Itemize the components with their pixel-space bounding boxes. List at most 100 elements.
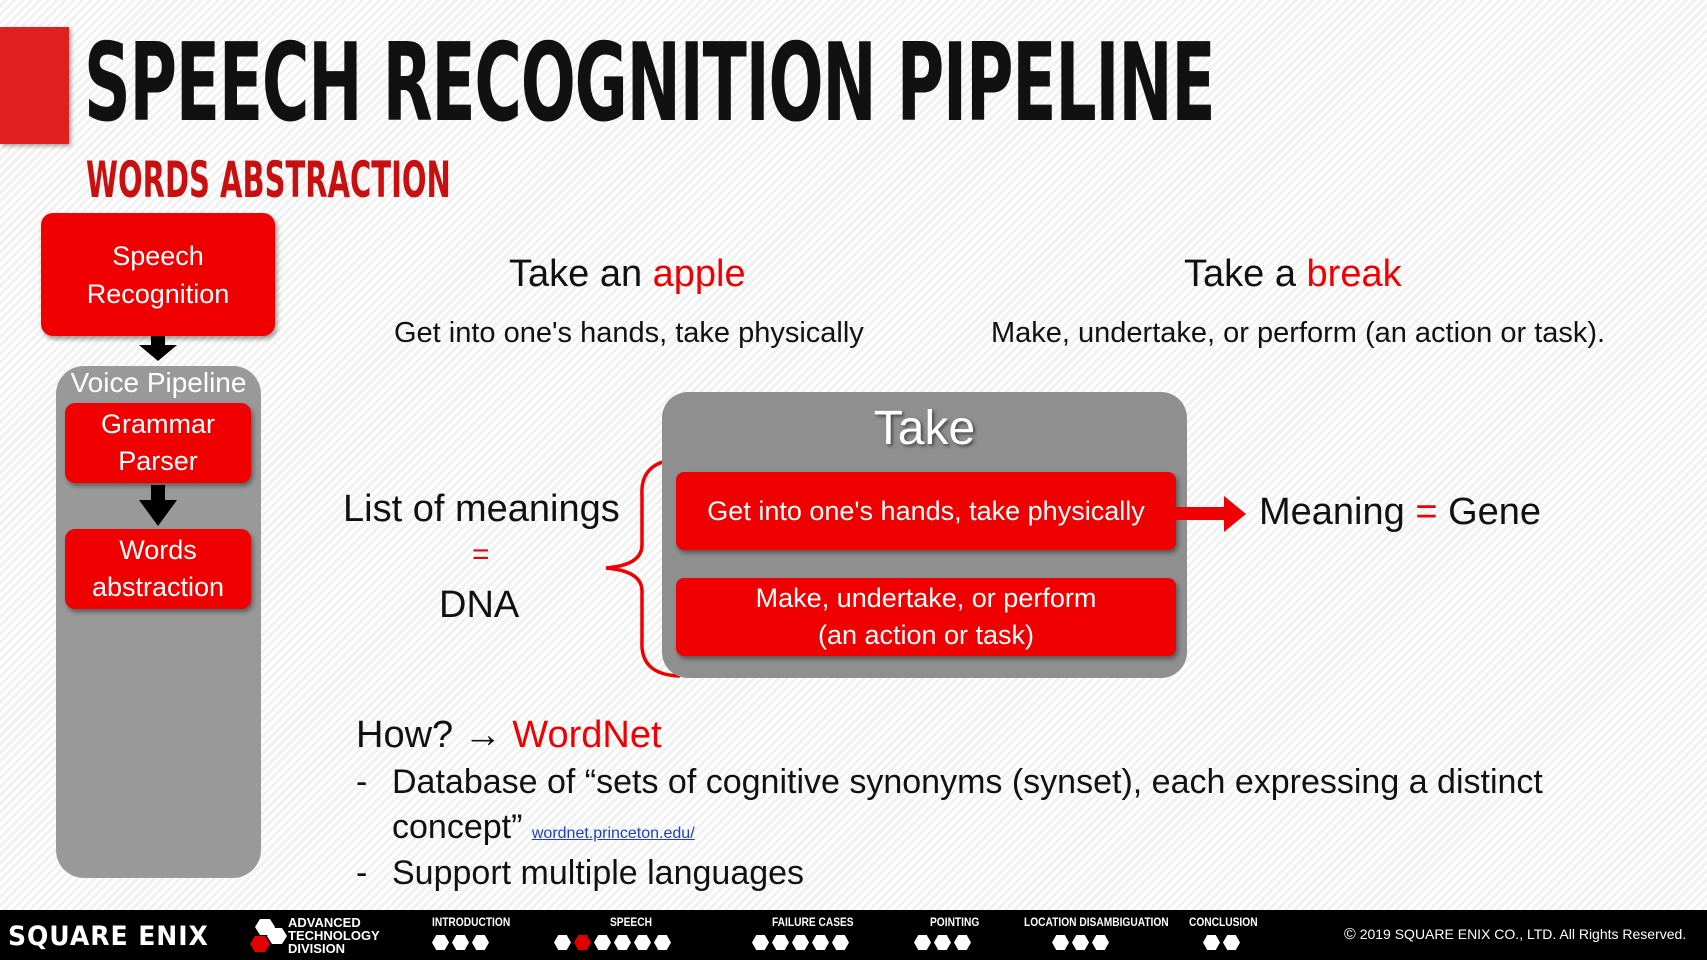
nav-failure-cases[interactable]: FAILURE CASES <box>752 915 868 950</box>
progress-hex-icon <box>634 935 651 950</box>
copyright-icon: © <box>1344 926 1356 943</box>
slide-subtitle: WORDS ABSTRACTION <box>86 151 451 209</box>
example-break-prefix: Take a <box>1184 253 1307 295</box>
brace-icon <box>605 457 681 678</box>
words-abstraction-line2: abstraction <box>91 572 225 602</box>
progress-hex-icon <box>452 935 469 950</box>
arrow-right-icon: → <box>463 714 513 756</box>
nav-conclusion-progress <box>1203 935 1270 950</box>
atd-logo-icon <box>250 919 287 952</box>
nav-conclusion-label: CONCLUSION <box>1189 915 1258 929</box>
arrow-down-icon <box>139 345 177 361</box>
list-of-meanings-label: List of meanings <box>343 488 620 530</box>
arrow-down-icon <box>151 336 165 346</box>
progress-hex-current-icon <box>574 935 591 950</box>
nav-location-disambiguation-label: LOCATION DISAMBIGUATION <box>1024 915 1169 929</box>
progress-hex-icon <box>1223 935 1240 950</box>
meaning-box-1: Get into one's hands, take physically <box>676 472 1176 550</box>
nav-failure-cases-progress <box>752 935 868 950</box>
example-apple-meaning: Get into one's hands, take physically <box>394 317 864 349</box>
arrow-down-icon <box>139 500 177 526</box>
arrow-right-icon <box>1176 496 1246 532</box>
example-apple-heading: Take an apple <box>509 253 746 296</box>
nav-speech[interactable]: SPEECH <box>554 915 671 950</box>
take-label: Take <box>873 402 976 455</box>
nav-speech-label: SPEECH <box>610 915 652 929</box>
bullet1-line2: concept” wordnet.princeton.edu/ <box>392 808 695 847</box>
nav-location-disambiguation-progress <box>1052 935 1194 950</box>
nav-location-disambiguation[interactable]: LOCATION DISAMBIGUATION <box>1024 915 1194 950</box>
slide-title: SPEECH RECOGNITION PIPELINE <box>84 21 1216 146</box>
meaning-box-2: Make, undertake, or perform (an action or… <box>676 578 1176 656</box>
bullet-dash: - <box>356 854 368 892</box>
progress-hex-icon <box>832 935 849 950</box>
division-line2: TECHNOLOGY <box>288 928 380 943</box>
speech-recognition-line2: Recognition <box>86 278 230 309</box>
progress-hex-icon <box>432 935 449 950</box>
nav-introduction-progress <box>432 935 524 950</box>
progress-hex-icon <box>614 935 631 950</box>
nav-conclusion[interactable]: CONCLUSION <box>1189 915 1270 950</box>
progress-hex-icon <box>1203 935 1220 950</box>
title-accent-bar <box>0 27 69 144</box>
words-abstraction-line1: Words <box>119 535 197 565</box>
nav-introduction[interactable]: INTRODUCTION <box>432 915 524 950</box>
gene-word: Gene <box>1437 491 1542 533</box>
example-break-meaning: Make, undertake, or perform (an action o… <box>991 317 1606 349</box>
example-break-word: break <box>1306 253 1402 295</box>
progress-hex-icon <box>1072 935 1089 950</box>
nav-failure-cases-label: FAILURE CASES <box>772 915 854 929</box>
progress-hex-icon <box>594 935 611 950</box>
bullet-dash: - <box>356 763 368 801</box>
progress-hex-icon <box>554 935 571 950</box>
nav-speech-progress <box>554 935 671 950</box>
nav-pointing[interactable]: POINTING <box>914 915 988 950</box>
meaning-1-text: Get into one's hands, take physically <box>707 495 1145 526</box>
example-apple-word: apple <box>652 253 746 295</box>
wordnet-label: WordNet <box>512 714 662 756</box>
nav-pointing-progress <box>914 935 988 950</box>
copyright-text: © 2019 SQUARE ENIX CO., LTD. All Rights … <box>1344 926 1686 944</box>
copyright-line: 2019 SQUARE ENIX CO., LTD. All Rights Re… <box>1359 926 1687 942</box>
example-break-heading: Take a break <box>1184 253 1402 296</box>
bullet1-line1: Database of “sets of cognitive synonyms … <box>392 763 1543 801</box>
equals-sign: = <box>472 538 490 571</box>
progress-hex-icon <box>752 935 769 950</box>
example-apple-prefix: Take an <box>509 253 653 295</box>
bullet1-line2-text: concept” <box>392 808 523 846</box>
meaning-gene-label: Meaning = Gene <box>1259 491 1541 534</box>
speech-recognition-line1: Speech <box>112 240 204 271</box>
progress-hex-icon <box>812 935 829 950</box>
meaning-2-line1: Make, undertake, or perform <box>755 583 1097 613</box>
grammar-parser-line2: Parser <box>118 446 198 476</box>
progress-hex-icon <box>934 935 951 950</box>
progress-hex-icon <box>792 935 809 950</box>
bullet2-text: Support multiple languages <box>392 854 805 892</box>
words-abstraction-box: Words abstraction <box>65 529 251 609</box>
division-line1: ADVANCED <box>288 915 361 930</box>
meaning-word: Meaning <box>1259 491 1416 533</box>
meaning-2-line2: (an action or task) <box>817 620 1035 650</box>
progress-hex-icon <box>954 935 971 950</box>
arrow-down-icon <box>151 485 165 501</box>
division-line3: DIVISION <box>288 941 346 956</box>
dna-label: DNA <box>439 584 520 626</box>
progress-hex-icon <box>654 935 671 950</box>
meaning-equals: = <box>1415 491 1438 533</box>
square-enix-logo: SQUARE ENIX <box>8 921 209 952</box>
nav-introduction-label: INTRODUCTION <box>432 915 511 929</box>
progress-hex-icon <box>472 935 489 950</box>
nav-pointing-label: POINTING <box>930 915 980 929</box>
atd-division-text: ADVANCED TECHNOLOGY DIVISION <box>288 916 380 955</box>
progress-hex-icon <box>1052 935 1069 950</box>
voice-pipeline-label: Voice Pipeline <box>70 367 247 398</box>
progress-hex-icon <box>1092 935 1109 950</box>
progress-hex-icon <box>914 935 931 950</box>
grammar-parser-line1: Grammar <box>101 409 215 439</box>
how-prefix: How? <box>356 714 464 756</box>
progress-hex-icon <box>772 935 789 950</box>
wordnet-link[interactable]: wordnet.princeton.edu/ <box>531 825 695 842</box>
how-heading: How? → WordNet <box>356 714 662 757</box>
